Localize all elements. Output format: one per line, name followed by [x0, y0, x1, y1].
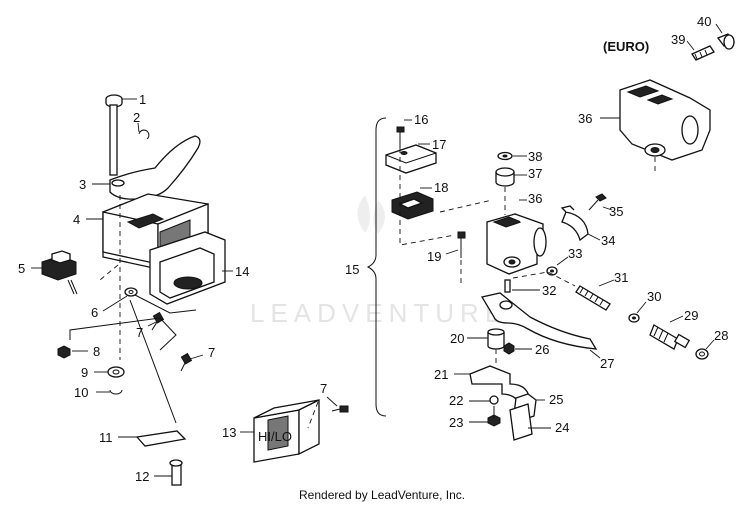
part-1-bolt	[105, 94, 137, 176]
part-23-screw	[469, 406, 501, 427]
callout-7a: 7	[136, 325, 143, 340]
part-40-cap	[715, 23, 736, 50]
callout-7c: 7	[320, 381, 327, 396]
part-29-adjuster	[649, 315, 691, 350]
callout-33: 33	[568, 246, 582, 261]
callout-10: 10	[74, 385, 88, 400]
part-31-spring	[575, 279, 615, 311]
callout-17: 17	[432, 137, 446, 152]
callout-13: 13	[222, 425, 236, 440]
callout-11: 11	[99, 430, 113, 445]
part-36-euro-housing	[600, 79, 711, 175]
part-39-bolt	[686, 40, 715, 61]
callout-36: 36	[528, 191, 542, 206]
part-18-switch	[391, 187, 434, 220]
callout-4: 4	[73, 212, 80, 227]
part-7-screw-c	[307, 396, 349, 429]
part-5-switch	[31, 250, 78, 295]
callout-15: 15	[345, 262, 359, 277]
callout-20: 20	[450, 331, 464, 346]
callout-31: 31	[614, 270, 628, 285]
callout-22: 22	[449, 393, 463, 408]
callout-9: 9	[81, 365, 88, 380]
part-12-bolt	[154, 459, 183, 486]
part-14-boot	[149, 231, 233, 305]
callout-36-euro: 36	[578, 111, 592, 126]
watermark-text: LEADVENTURE	[250, 298, 508, 328]
part-7-screw-b	[180, 352, 204, 372]
callout-6: 6	[91, 305, 98, 320]
callout-35: 35	[609, 204, 623, 219]
part-19-screw	[445, 231, 466, 285]
callout-7b: 7	[208, 345, 215, 360]
part-28-ring	[695, 339, 715, 360]
callout-30: 30	[647, 289, 661, 304]
link-right-b	[439, 199, 493, 213]
part-36-housing	[486, 199, 547, 275]
part-24-tag	[509, 403, 551, 441]
callout-29: 29	[684, 308, 698, 323]
link-right-c	[512, 271, 576, 287]
part-8-nut	[57, 345, 88, 359]
part-33-washer	[546, 256, 569, 276]
part-26-nut	[503, 342, 532, 355]
callout-1: 1	[139, 92, 146, 107]
watermark: LEADVENTURE	[250, 195, 508, 328]
callout-27: 27	[600, 356, 614, 371]
part-22-washer	[469, 395, 499, 405]
part-3-lever	[92, 135, 201, 200]
part-27-lever	[480, 292, 601, 359]
callout-40: 40	[697, 14, 711, 29]
footer-credit: Rendered by LeadVenture, Inc.	[299, 488, 465, 502]
callout-32: 32	[542, 283, 556, 298]
part-10-clip	[96, 389, 123, 395]
bracket-15	[366, 117, 387, 417]
part-38-washer	[497, 151, 527, 161]
link-left-c	[69, 317, 177, 351]
part-37-seal	[495, 167, 527, 215]
callout-19: 19	[427, 249, 441, 264]
callout-8: 8	[93, 344, 100, 359]
link-left-d	[129, 299, 177, 424]
callout-21: 21	[434, 367, 448, 382]
part-17-cover	[385, 143, 437, 174]
callout-18: 18	[434, 180, 448, 195]
callout-37: 37	[528, 166, 542, 181]
callout-28: 28	[714, 328, 728, 343]
callout-26: 26	[535, 342, 549, 357]
part-13-hilo-switch: HI/LO	[240, 398, 320, 463]
callout-3: 3	[79, 177, 86, 192]
part-7-screw-a	[147, 311, 165, 331]
callout-24: 24	[555, 420, 569, 435]
part-20-spring	[467, 328, 505, 366]
callout-39: 39	[671, 32, 685, 47]
part-32-pin	[504, 279, 540, 293]
callout-23: 23	[449, 415, 463, 430]
euro-header: (EURO)	[603, 39, 649, 54]
part-6-washer	[102, 287, 138, 312]
link-left-b	[99, 264, 119, 281]
part-11-plate	[118, 430, 187, 447]
link-left-e	[134, 294, 197, 314]
part-2-clip	[137, 122, 150, 140]
part-30-washer	[628, 301, 647, 323]
callout-5: 5	[18, 261, 25, 276]
callout-25: 25	[549, 392, 563, 407]
callout-38: 38	[528, 149, 542, 164]
part-16-screw	[396, 119, 412, 148]
callout-34: 34	[601, 233, 615, 248]
callout-16: 16	[414, 112, 428, 127]
hilo-label: HI/LO	[258, 429, 292, 444]
part-35-screw	[588, 193, 613, 211]
callout-14: 14	[235, 264, 249, 279]
part-34-clamp	[560, 205, 601, 242]
part-9-washer	[94, 366, 125, 378]
callout-2: 2	[133, 110, 140, 125]
callout-12: 12	[135, 469, 149, 484]
